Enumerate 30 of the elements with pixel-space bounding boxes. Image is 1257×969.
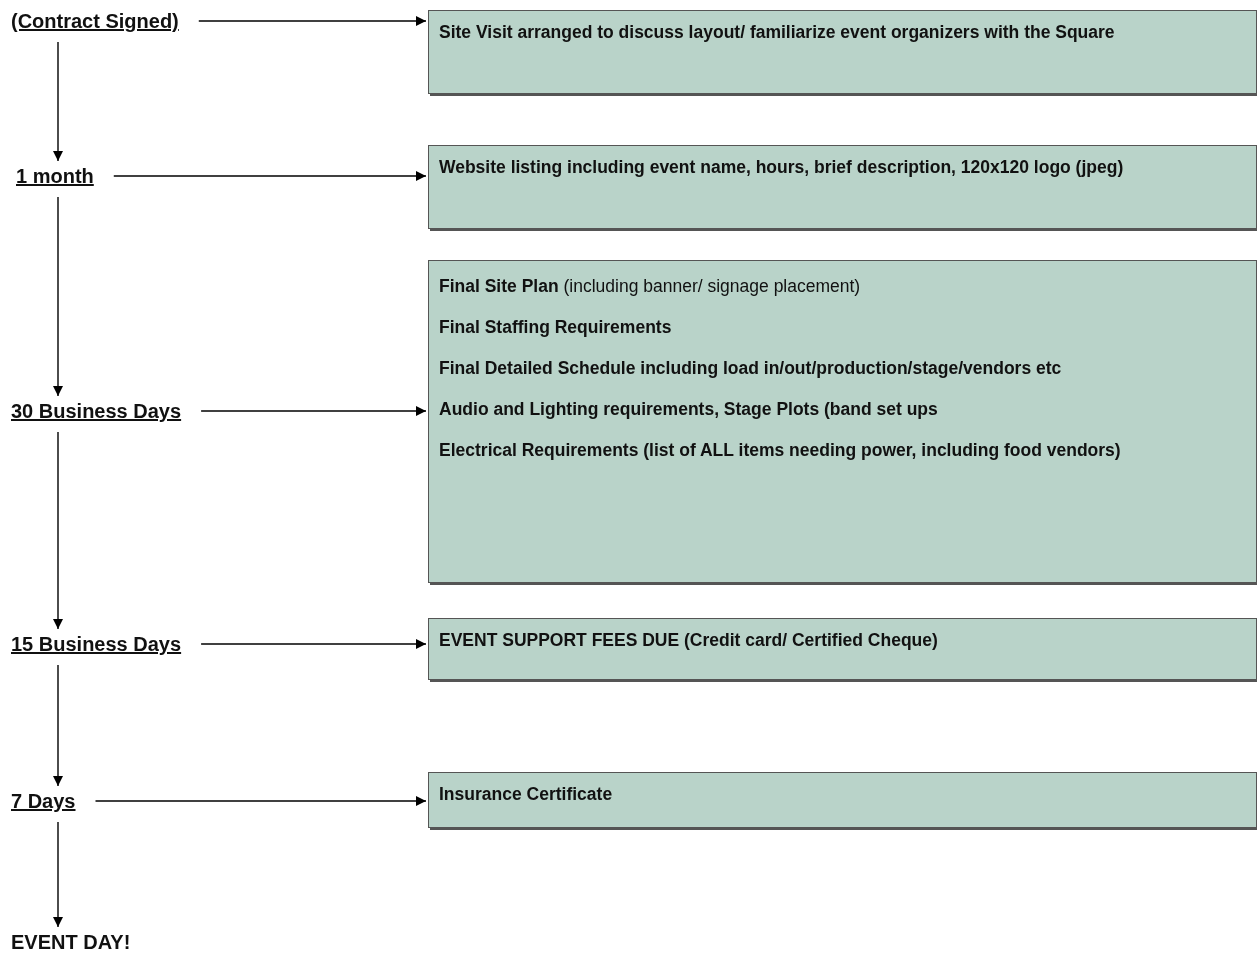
task-text: Insurance Certificate [439,783,614,806]
task-text: Audio and Lighting requirements, Stage Plots (band set ups [439,398,939,421]
arrow [53,196,63,397]
arrow [200,406,427,416]
milestone-label: EVENT DAY! [11,929,131,955]
task-text: EVENT SUPPORT FEES DUE (Credit card/ Certified Cheque) [439,629,939,652]
task-text: Final Detailed Schedule including load in/out/production/stage/vendors etc [439,357,1063,380]
arrow [53,431,63,630]
arrow [53,41,63,162]
arrow [53,664,63,787]
milestone-label: 30 Business Days [11,398,182,424]
milestone-label: 15 Business Days [11,631,182,657]
arrow [113,171,427,181]
arrow [198,16,427,26]
task-text: Final Site Plan (including banner/ signage placement) [439,275,862,298]
task-text: Site Visit arranged to discuss layout/ familiarize event organizers with the Square [439,21,1116,44]
task-text: Electrical Requirements (list of ALL items needing power, including food vendors) [439,439,1122,462]
milestone-label: 1 month [16,163,94,189]
arrow [53,821,63,928]
task-text: Website listing including event name, hours, brief description, 120x120 logo (jpeg) [439,156,1125,179]
milestone-label: 7 Days [11,788,76,814]
task-box [428,618,1257,680]
task-box [428,10,1257,94]
task-box [428,772,1257,828]
arrow [94,796,427,806]
milestone-label: (Contract Signed) [11,8,179,34]
arrow [200,639,427,649]
task-box [428,145,1257,229]
task-box [428,260,1257,583]
task-text: Final Staffing Requirements [439,316,673,339]
